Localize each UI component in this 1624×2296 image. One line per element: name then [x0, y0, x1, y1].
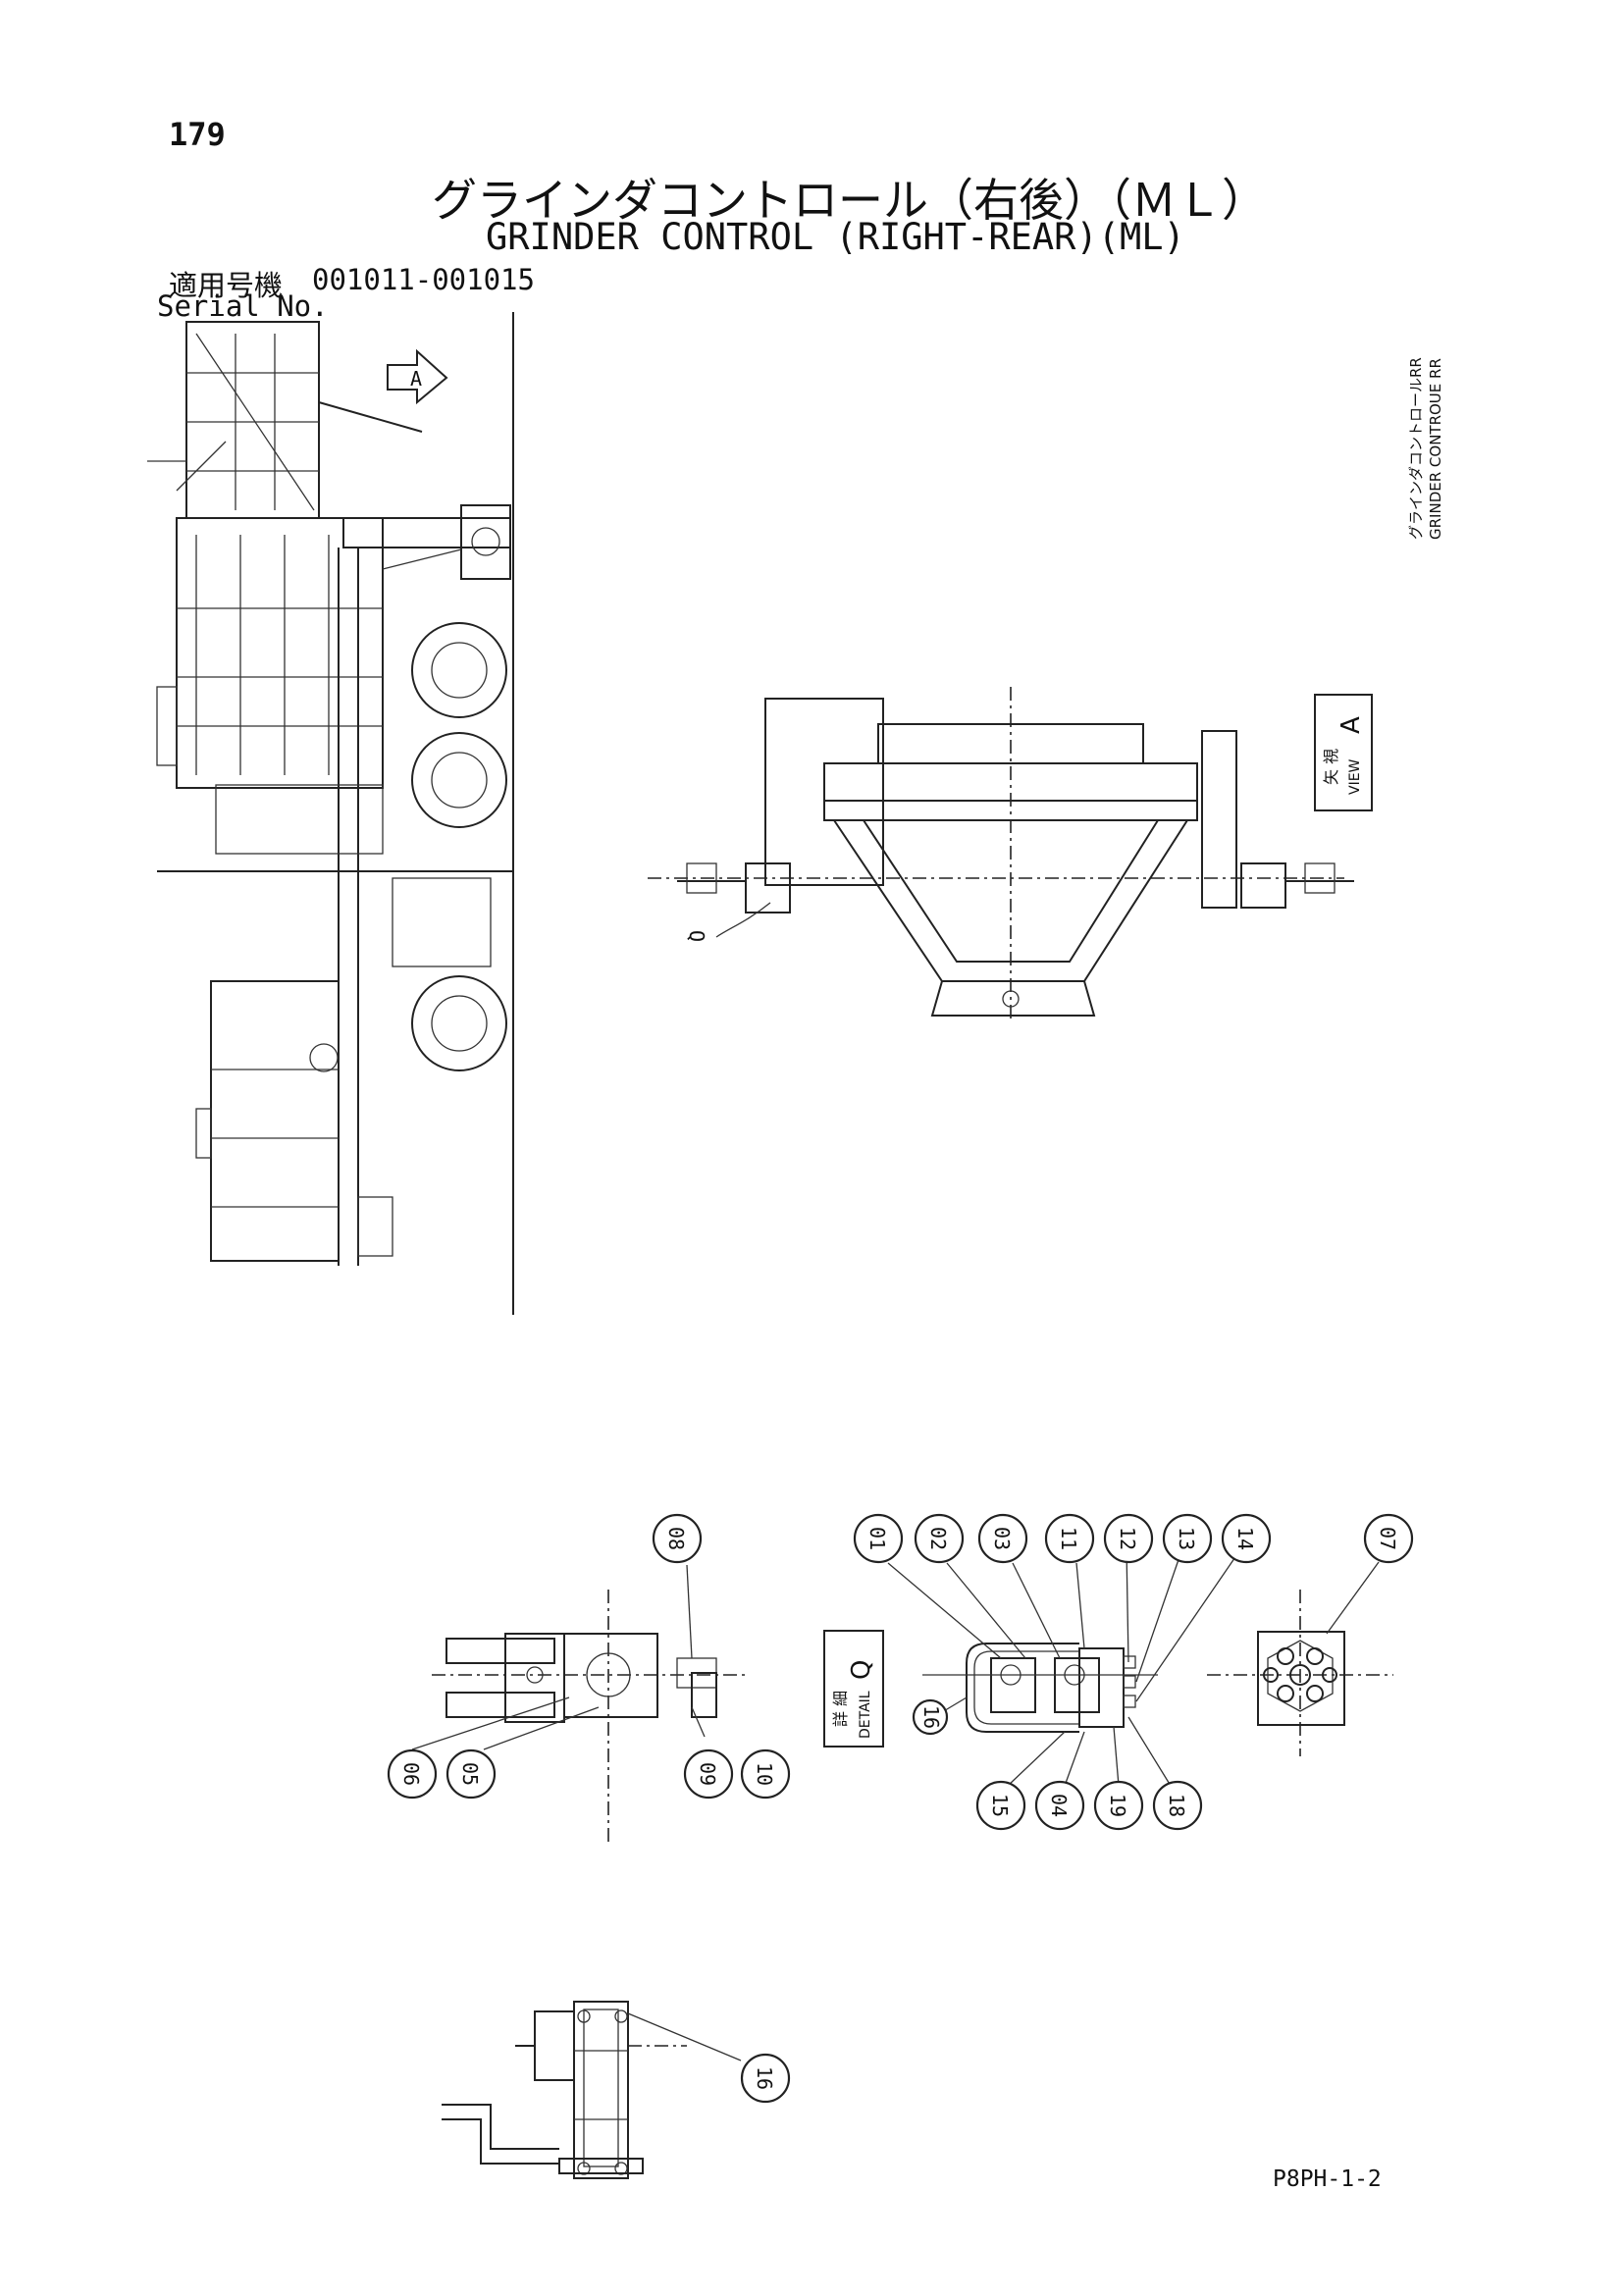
svg-text:13: 13: [1175, 1527, 1198, 1550]
callout-15: 15: [975, 1780, 1026, 1831]
callout-06: 06: [387, 1748, 438, 1800]
callout-07: 07: [1363, 1513, 1414, 1564]
view-label-en: VIEW: [1347, 758, 1363, 795]
side-note-jp: グラインダコントロールRR: [1407, 357, 1425, 540]
callout-q: Q: [685, 930, 708, 942]
svg-text:16: 16: [753, 2066, 776, 2090]
serial-label-japanese: 適用号機: [169, 269, 284, 302]
callout-03: 03: [977, 1513, 1028, 1564]
callout-19: 19: [1093, 1780, 1144, 1831]
svg-text:08: 08: [664, 1527, 688, 1550]
view-label-jp: 矢 視: [1322, 749, 1340, 785]
view-a-drawing: Q: [648, 687, 1354, 1020]
serial-label-english: Serial No.: [157, 289, 329, 323]
detail-label-letter: Q: [847, 1660, 876, 1680]
svg-text:12: 12: [1116, 1527, 1139, 1550]
callout-02: 02: [914, 1513, 965, 1564]
svg-text:11: 11: [1057, 1527, 1080, 1550]
callout-13: 13: [1162, 1513, 1213, 1564]
callout-10: 10: [740, 1748, 791, 1800]
svg-text:15: 15: [988, 1794, 1012, 1817]
callout-01: 01: [853, 1513, 904, 1564]
view-arrow-a: A: [387, 348, 448, 405]
callout-04: 04: [1034, 1780, 1085, 1831]
detail-q-bracket-assembly: [887, 1547, 1242, 1787]
svg-text:02: 02: [926, 1527, 950, 1550]
detail-q-mount-plate: [1207, 1561, 1393, 1756]
title-english: GRINDER CONTROL (RIGHT-REAR)(ML): [486, 216, 1185, 258]
callout-14: 14: [1221, 1513, 1272, 1564]
callout-08: 08: [652, 1513, 703, 1564]
svg-text:10: 10: [753, 1762, 776, 1786]
callout-11: 11: [1044, 1513, 1095, 1564]
callout-05: 05: [445, 1748, 497, 1800]
svg-text:06: 06: [399, 1762, 423, 1786]
svg-text:09: 09: [696, 1762, 719, 1786]
svg-text:18: 18: [1165, 1794, 1188, 1817]
title-japanese: グラインダコントロール（右後）（ＭＬ）: [432, 174, 1267, 227]
arrow-a-letter: A: [410, 367, 422, 391]
side-note-en: GRINDER CONTROUE RR: [1427, 358, 1444, 540]
detail-label-jp: 詳 細: [831, 1691, 850, 1727]
page-number: 179: [169, 116, 226, 153]
svg-text:16: 16: [919, 1705, 943, 1729]
callout-09: 09: [683, 1748, 734, 1800]
view-label-box: 矢 視 VIEW A: [1314, 694, 1373, 811]
svg-text:03: 03: [990, 1527, 1014, 1550]
callout-12: 12: [1103, 1513, 1154, 1564]
svg-text:04: 04: [1047, 1794, 1071, 1817]
callout-16-detail: 16: [912, 1698, 949, 1736]
view-label-letter: A: [1336, 716, 1366, 734]
detail-label-box: 詳 細 DETAIL Q: [823, 1630, 884, 1748]
svg-text:01: 01: [865, 1527, 889, 1550]
machine-side-view: [147, 312, 514, 1315]
lower-bracket-assembly: [442, 2001, 742, 2179]
svg-text:07: 07: [1376, 1527, 1399, 1550]
side-note: グラインダコントロールRR GRINDER CONTROUE RR: [1407, 357, 1444, 540]
serial-range: 001011-001015: [312, 263, 535, 296]
detail-label-en: DETAIL: [858, 1691, 873, 1739]
callout-18: 18: [1152, 1780, 1203, 1831]
svg-text:05: 05: [458, 1762, 482, 1786]
callout-16-lower: 16: [740, 2053, 791, 2104]
svg-text:19: 19: [1106, 1794, 1129, 1817]
svg-text:14: 14: [1233, 1527, 1257, 1550]
detail-q-left-assembly: [411, 1564, 746, 1845]
document-code: P8PH-1-2: [1273, 2166, 1382, 2192]
